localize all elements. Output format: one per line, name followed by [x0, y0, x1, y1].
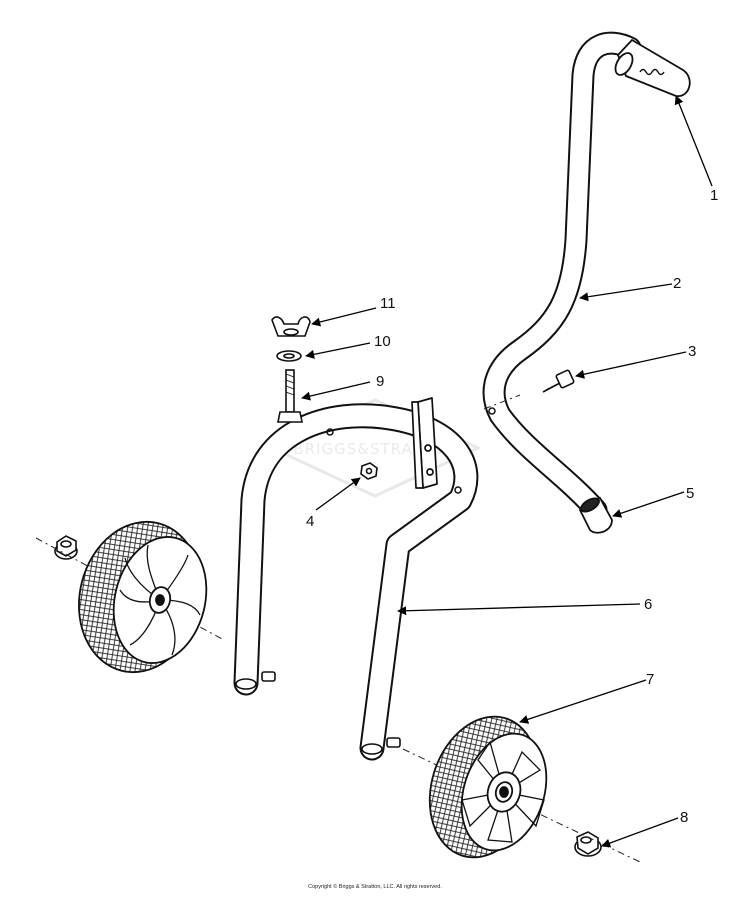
- wheel-part-7: [428, 715, 548, 859]
- knob-bolt-part-3: [542, 369, 575, 393]
- hub-cap-left: [54, 535, 78, 560]
- grip-part-1: [614, 38, 691, 97]
- callout-7: 7: [646, 671, 654, 688]
- handle-part-2: [482, 31, 642, 522]
- callout-1: 1: [710, 187, 718, 204]
- bolt-part-9: [277, 369, 303, 423]
- callout-5: 5: [686, 485, 694, 502]
- callout-11: 11: [380, 295, 396, 312]
- callout-2: 2: [673, 275, 681, 292]
- wheel-left: [78, 520, 208, 674]
- wing-nut-part-11: [271, 316, 311, 337]
- callout-10: 10: [374, 333, 391, 350]
- end-cap-part-5: [578, 496, 613, 534]
- frame-part-6: [233, 403, 479, 761]
- hub-cap-part-8: [574, 831, 602, 857]
- copyright-notice: Copyright © Briggs & Stratton, LLC. All …: [308, 884, 442, 890]
- nut-part-4: [360, 462, 378, 480]
- callout-4: 4: [306, 513, 314, 530]
- mounting-bracket: [411, 397, 438, 489]
- callout-8: 8: [680, 809, 688, 826]
- leader-lines: [301, 95, 713, 848]
- callout-6: 6: [644, 596, 652, 613]
- washer-part-10: [276, 350, 302, 362]
- callout-9: 9: [376, 373, 384, 390]
- callout-3: 3: [688, 343, 696, 360]
- wheel-right-spokes: [461, 740, 545, 843]
- callout-numbers: 1 2 3 4 5 6 7 8 9 10 11: [306, 187, 718, 826]
